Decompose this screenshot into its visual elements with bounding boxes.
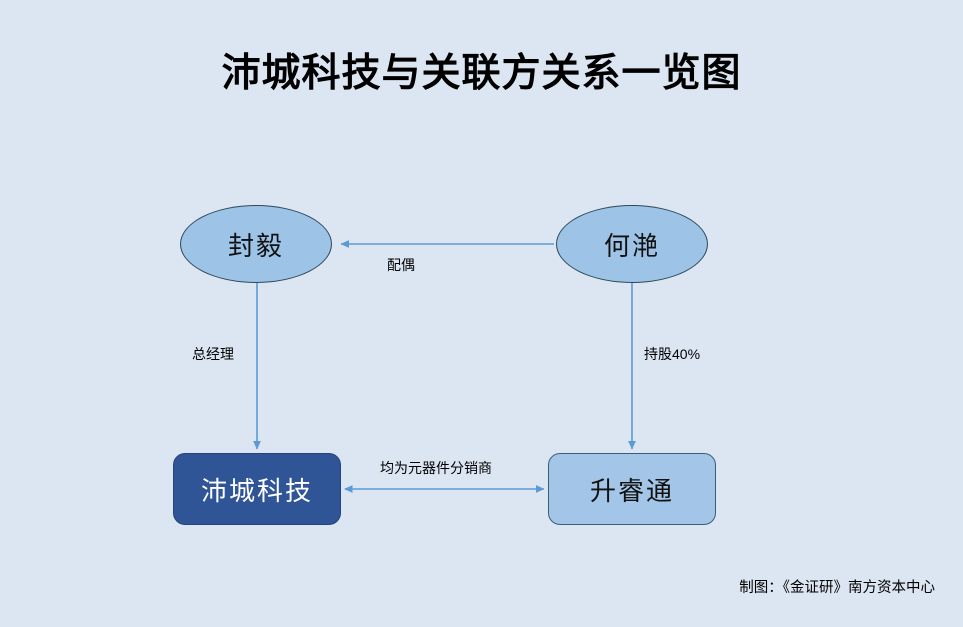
footer-credit: 制图：《金证研》南方资本中心 xyxy=(739,580,935,596)
node-fengyi-label: 封毅 xyxy=(227,230,284,261)
edge-label-peiou: 配偶 xyxy=(387,257,415,273)
node-heyan-label: 何滟 xyxy=(603,230,660,261)
node-fengyi[interactable]: 封毅 xyxy=(180,205,332,283)
node-peicheng-keji[interactable]: 沛城科技 xyxy=(173,453,341,525)
page-title: 沛城科技与关联方关系一览图 xyxy=(221,52,742,95)
edge-label-zongjingli: 总经理 xyxy=(192,346,234,362)
node-shengruitong-label: 升睿通 xyxy=(589,475,674,506)
edge-label-chigu40: 持股40% xyxy=(644,346,701,362)
node-heyan[interactable]: 何滟 xyxy=(556,205,708,283)
node-shengruitong[interactable]: 升睿通 xyxy=(548,453,716,525)
node-peicheng-keji-label: 沛城科技 xyxy=(200,475,313,506)
edge-label-junwei-yuanqijian-fenxiaoshang: 均为元器件分销商 xyxy=(380,460,492,476)
